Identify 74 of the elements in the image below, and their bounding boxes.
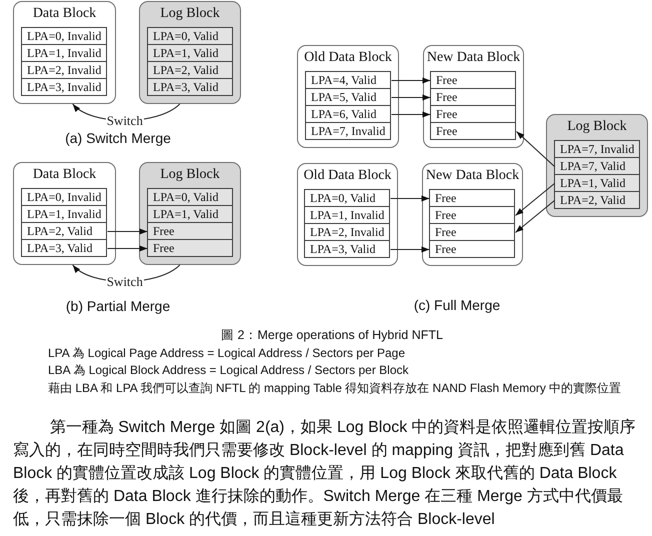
arrow [391, 94, 431, 100]
block-heading: New Data Block [426, 49, 520, 66]
page-entry: Free [429, 240, 515, 258]
page-entry: LPA=1, Invalid [21, 205, 107, 223]
page-entry: LPA=6, Valid [305, 105, 391, 123]
page-entry: LPA=4, Valid [305, 71, 391, 89]
page-entry: Free [429, 206, 515, 224]
page-entry: LPA=1, Valid [147, 44, 233, 62]
page-entry: Free [147, 222, 233, 240]
page-entry: LPA=3, Valid [21, 239, 107, 257]
body-paragraph: 第一種為 Switch Merge 如圖 2(a)，如果 Log Block 中的資料是依照邏輯位置按順序寫入的，在同時空間時我們只需要修改 Block-level 的 mapping 資訊，把對應到舊 Data Block 的實體位置改成該 Log Block 的實體位置，用 Log Block 來取代舊的 Data Block 後，再對舊的 Data Block 進行抹除的動作。Switch Merge 在三種 Merge 方式中代價最低，只需抹除一個 Block 的代價，而且這種更新方法符合 Block-level [13, 418, 637, 530]
page-entry: LPA=0, Invalid [21, 27, 107, 45]
arrow [515, 183, 555, 216]
memory-block [422, 163, 523, 266]
arrow [516, 131, 555, 167]
note-text: LPA 為 Logical Page Address = Logical Address / Sectors per Page [48, 345, 405, 361]
page-entry: LPA=7, Valid [554, 157, 640, 175]
page-entry: Free [429, 223, 515, 241]
subfigure-caption: (c) Full Merge [414, 297, 500, 314]
block-heading: Log Block [160, 5, 220, 22]
page-entry: LPA=0, Valid [304, 189, 390, 207]
memory-block [139, 162, 241, 265]
page-entry: LPA=1, Valid [554, 174, 640, 192]
page-entry: LPA=3, Valid [147, 78, 233, 96]
note-text: LBA 為 Logical Block Address = Logical Address / Sectors per Block [48, 362, 409, 378]
page-entry: LPA=1, Invalid [21, 44, 107, 62]
page-entry: LPA=3, Invalid [21, 78, 107, 96]
page-entry: LPA=7, Invalid [554, 140, 640, 158]
page-entry: LPA=0, Invalid [21, 188, 107, 206]
page-entry: Free [430, 71, 516, 89]
block-heading: New Data Block [426, 167, 520, 184]
page-entry: LPA=0, Valid [147, 188, 233, 206]
memory-block [13, 162, 116, 265]
block-heading: Data Block [32, 166, 96, 183]
note-text: 藉由 LBA 和 LPA 我們可以查詢 NFTL 的 mapping Table 得知資料存放在 NAND Flash Memory 中的實際位置 [48, 380, 622, 396]
memory-block [546, 114, 648, 217]
page-entry: Free [430, 105, 516, 123]
arrow [391, 112, 431, 118]
memory-block [297, 45, 399, 148]
page-entry: Free [430, 88, 516, 106]
arrow [390, 196, 430, 202]
page-entry: LPA=2, Valid [21, 222, 107, 240]
memory-block [423, 45, 524, 148]
page-entry: LPA=0, Valid [147, 27, 233, 45]
block-heading: Log Block [567, 118, 627, 135]
page-entry: LPA=3, Valid [304, 240, 390, 258]
arrow [107, 228, 148, 234]
memory-block [297, 163, 398, 266]
subfigure-caption: (b) Partial Merge [66, 298, 170, 315]
arrow [391, 78, 431, 84]
block-heading: Old Data Block [304, 167, 392, 184]
page-entry: LPA=2, Valid [554, 191, 640, 209]
page-entry: LPA=7, Invalid [305, 122, 391, 140]
edge-label: Switch [106, 274, 144, 288]
memory-block [13, 1, 116, 104]
page-entry: Free [430, 122, 516, 140]
subfigure-caption: (a) Switch Merge [65, 130, 171, 147]
arrow [107, 246, 148, 252]
page-entry: LPA=1, Invalid [304, 206, 390, 224]
block-heading: Data Block [32, 5, 96, 22]
arrow [390, 246, 430, 252]
page-entry: Free [147, 239, 233, 257]
page-entry: LPA=2, Valid [147, 61, 233, 79]
edge-label: Switch [106, 114, 144, 128]
page-entry: LPA=2, Invalid [21, 61, 107, 79]
page-entry: LPA=5, Valid [305, 88, 391, 106]
figure-caption: 圖 2：Merge operations of Hybrid NFTL [221, 327, 443, 343]
page-entry: Free [429, 189, 515, 207]
page-entry: LPA=2, Invalid [304, 223, 390, 241]
memory-block [139, 1, 241, 104]
block-heading: Old Data Block [304, 49, 392, 66]
block-heading: Log Block [160, 166, 220, 183]
page-entry: LPA=1, Valid [147, 205, 233, 223]
arrow [515, 200, 555, 233]
